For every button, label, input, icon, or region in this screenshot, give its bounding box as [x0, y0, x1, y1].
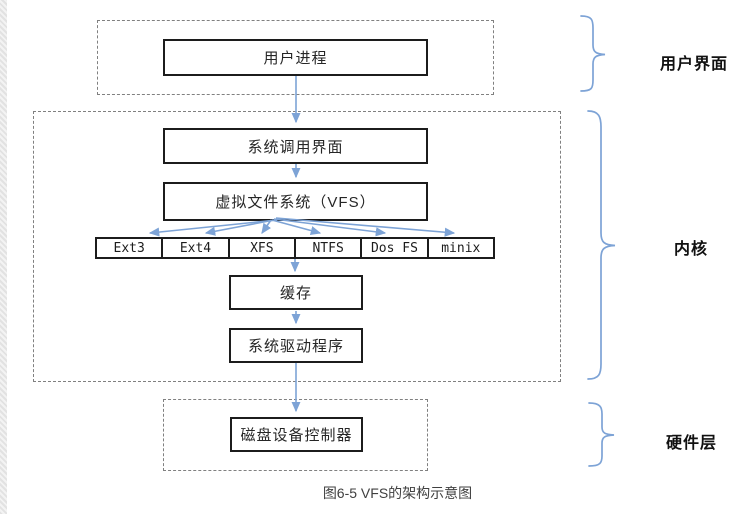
filesystem-row: Ext3 Ext4 XFS NTFS Dos FS minix: [95, 237, 495, 259]
layer-label-kernel: 内核: [674, 241, 709, 258]
layer-label-hardware: 硬件层: [666, 435, 718, 452]
fs-cell-ntfs: NTFS: [293, 239, 360, 257]
fs-cell-minix: minix: [426, 239, 493, 257]
fs-cell-xfs: XFS: [227, 239, 294, 257]
figure-caption: 图6-5 VFS的架构示意图: [322, 485, 473, 501]
fs-cell-dosfs: Dos FS: [360, 239, 426, 257]
disk-controller-box: 磁盘设备控制器: [230, 417, 363, 452]
layer-braces: [580, 15, 616, 467]
brace-kernel: [587, 110, 616, 380]
vfs-box: 虚拟文件系统（VFS）: [163, 182, 428, 221]
layer-label-user-interface: 用户界面: [660, 56, 729, 73]
cache-box: 缓存: [229, 275, 363, 310]
kernel-layer-box: [33, 111, 561, 382]
fs-cell-ext3: Ext3: [113, 240, 145, 256]
brace-user-interface: [580, 15, 606, 92]
page-edge-strip: [0, 0, 7, 514]
system-driver-box: 系统驱动程序: [229, 328, 363, 363]
fs-cell-ext4: Ext4: [161, 239, 227, 257]
user-process-box: 用户进程: [163, 39, 428, 76]
brace-hardware: [588, 402, 615, 467]
syscall-interface-box: 系统调用界面: [163, 128, 428, 164]
